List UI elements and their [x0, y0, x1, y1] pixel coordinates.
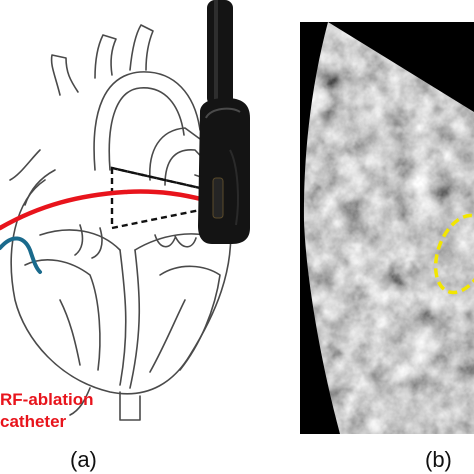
rf-ablation-catheter-red	[0, 189, 208, 231]
ultrasound-image	[300, 22, 474, 434]
highlight-region	[433, 213, 474, 295]
catheter-label-line2: catheter	[0, 412, 67, 431]
ultrasound-probe	[198, 0, 250, 244]
interventricular-septum	[119, 249, 127, 386]
catheter-blue	[0, 236, 42, 274]
pulmonary-trunk	[149, 127, 216, 181]
panel-a-label: (a)	[70, 447, 97, 472]
heart-diagram	[0, 0, 250, 421]
aortic-arch	[93, 71, 201, 171]
catheter-label-line1: RF-ablation	[0, 390, 94, 409]
brachiocephalic-vessel	[50, 54, 79, 96]
panel-b-label: (b)	[425, 447, 452, 472]
